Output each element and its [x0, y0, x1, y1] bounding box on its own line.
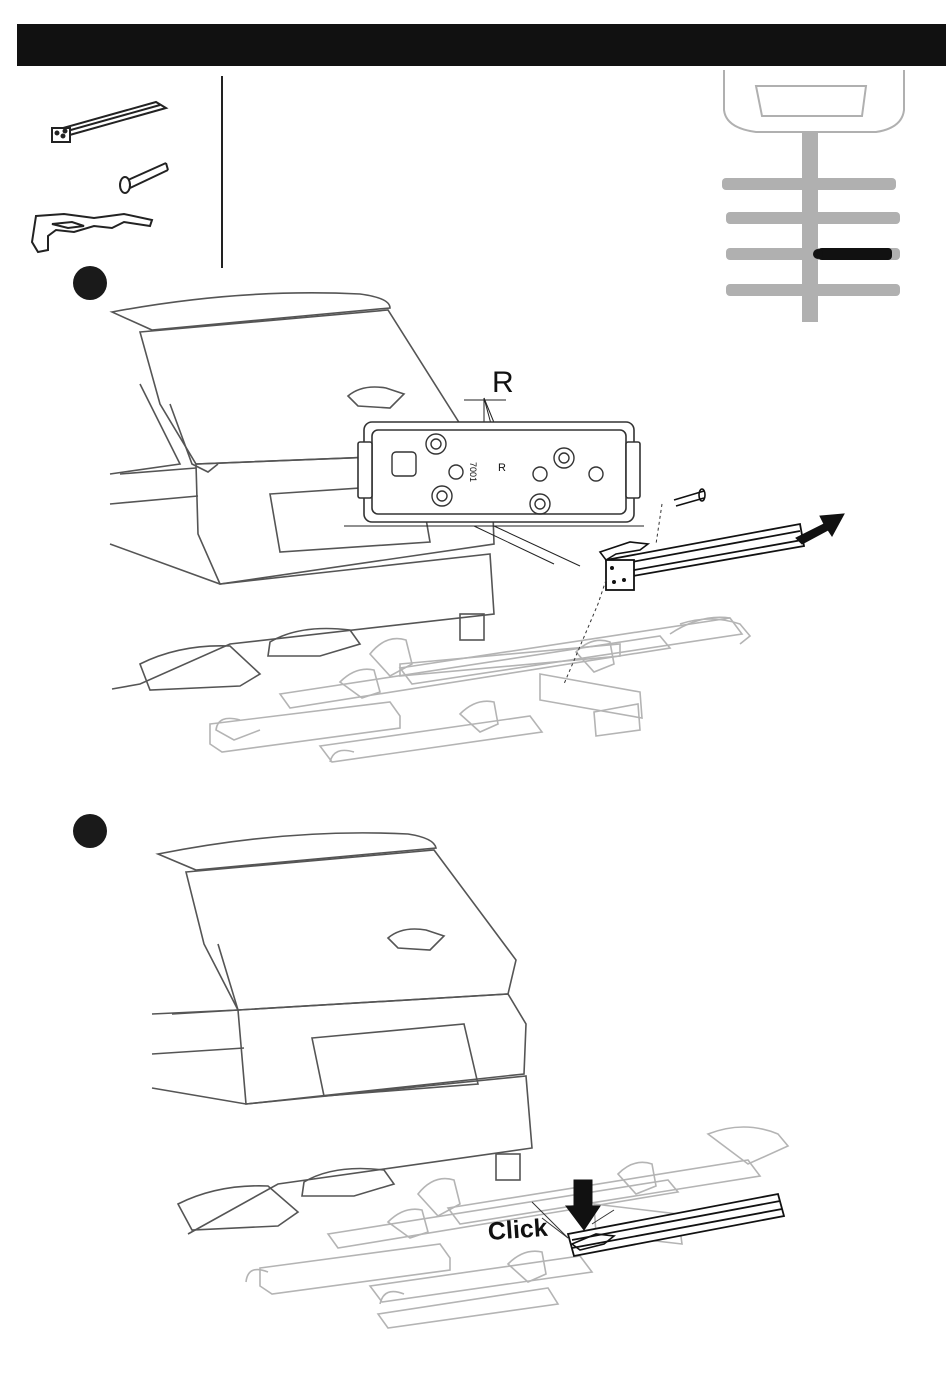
plate-code-label: 7001: [468, 462, 478, 482]
pin-icon: [116, 158, 172, 194]
plate-letter-label: R: [492, 366, 514, 400]
step-2-badge: [73, 814, 107, 848]
header-bar: [17, 24, 946, 66]
click-label: Click: [487, 1214, 549, 1247]
extension-bar-icon: [48, 96, 168, 146]
divider: [221, 76, 223, 268]
plate-mark-label: R: [498, 462, 506, 474]
plate-detail-callout: [344, 398, 644, 578]
vehicle-illustration-step-2: [148, 824, 828, 1344]
tool-icon: [24, 208, 158, 258]
